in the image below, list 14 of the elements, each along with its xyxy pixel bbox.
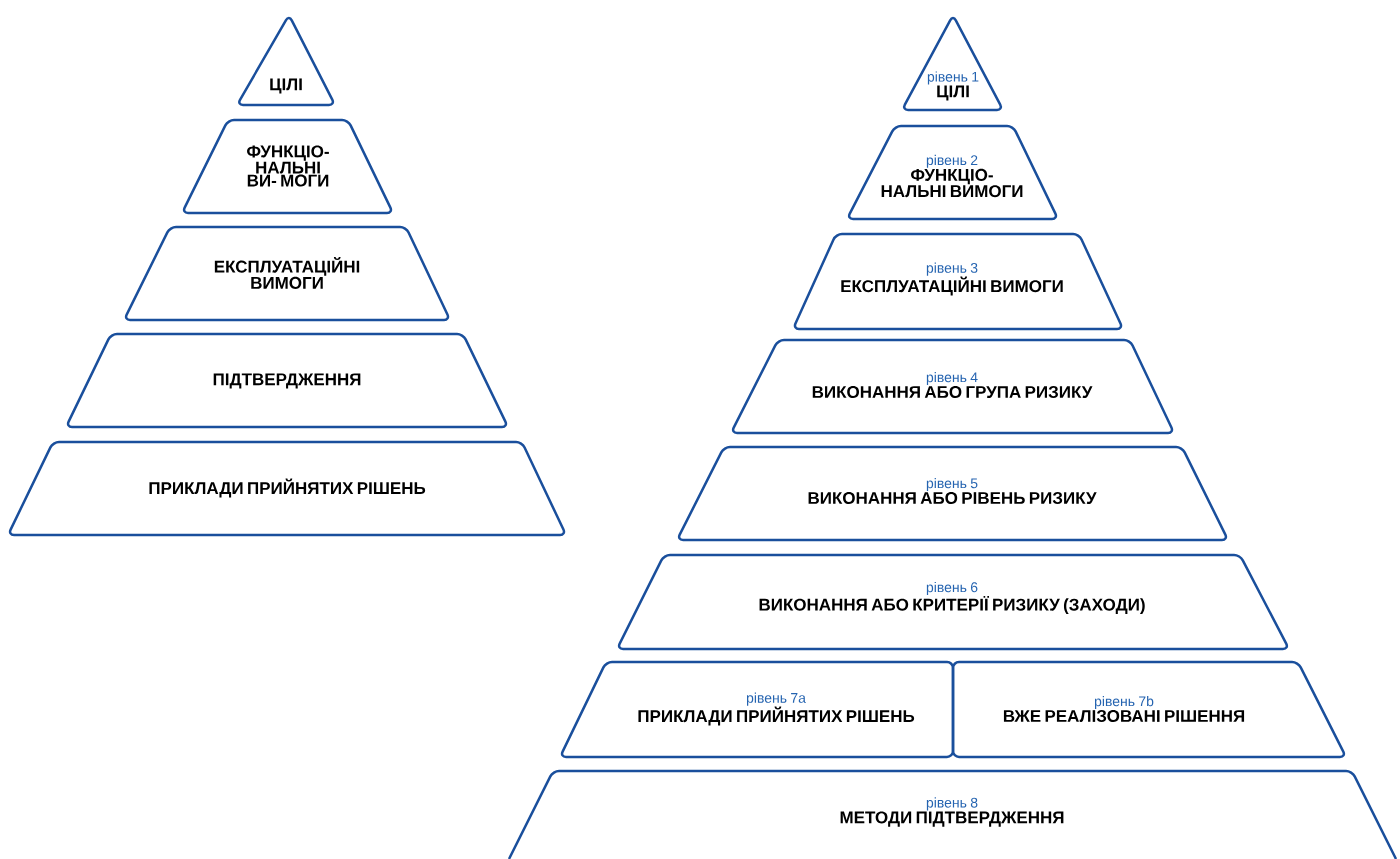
pyramid-tier: ЕКСПЛУАТАЦІЙНІ ВИМОГИ — [124, 225, 450, 322]
pyramid-tier: рівень 6 ВИКОНАННЯ АБО КРИТЕРІЇ РИЗИКУ (ЗАХОДИ) — [617, 553, 1289, 651]
pyramid-tier: ПРИКЛАДИ ПРИЙНЯТИХ РІШЕНЬ — [8, 440, 566, 537]
pyramid-tier: ФУНКЦІО- НАЛЬНІ ВИ- МОГИ — [182, 118, 393, 215]
pyramid-tier: рівень 7a ПРИКЛАДИ ПРИЙНЯТИХ РІШЕНЬ — [560, 660, 955, 759]
pyramid-tier: рівень 4 ВИКОНАННЯ АБО ГРУПА РИЗИКУ — [731, 338, 1174, 435]
pyramid-tier: ПІДТВЕРДЖЕННЯ — [66, 332, 508, 429]
pyramid-tier: рівень 3 ЕКСПЛУАТАЦІЙНІ ВИМОГИ — [793, 232, 1123, 331]
pyramid-tier: рівень 7b ВЖЕ РЕАЛІЗОВАНІ РІШЕННЯ — [951, 660, 1346, 759]
pyramid-tier: рівень 5 ВИКОНАННЯ АБО РІВЕНЬ РИЗИКУ — [677, 445, 1228, 542]
pyramid-top: рівень 1 ЦІЛІ — [902, 16, 1003, 112]
pyramid-tier: рівень 2 ФУНКЦІО- НАЛЬНІ ВИМОГИ — [847, 124, 1058, 221]
pyramid-top: ЦІЛІ — [238, 16, 335, 107]
pyramid-tier: рівень 8 МЕТОДИ ПІДТВЕРДЖЕННЯ — [507, 769, 1398, 859]
